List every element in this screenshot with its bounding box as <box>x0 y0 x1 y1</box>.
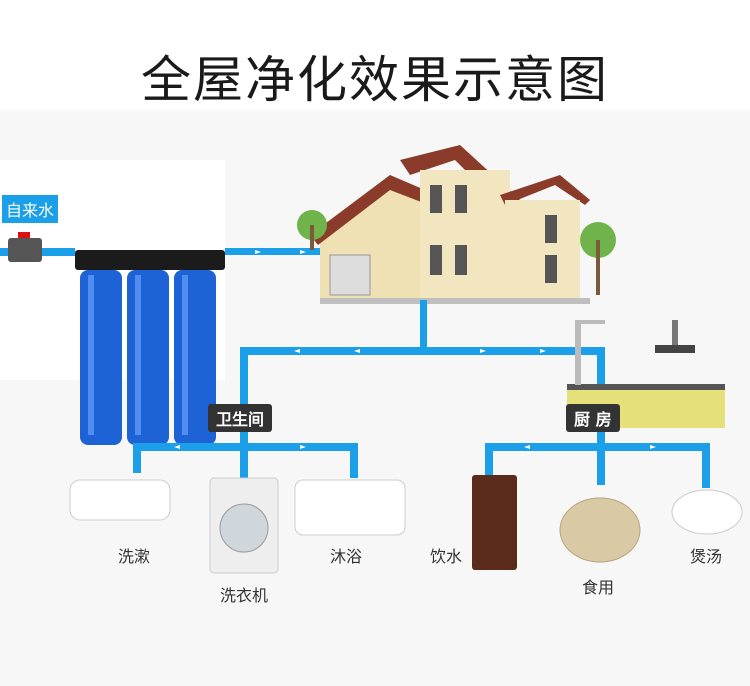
flow-arrows <box>174 250 656 449</box>
soup-drop <box>702 443 710 488</box>
main-horizontal-pipe <box>240 347 600 355</box>
valve-handle <box>18 232 30 238</box>
kitchen-tag: 厨 房 <box>566 404 620 432</box>
label-drink: 饮水 <box>430 547 463 566</box>
diagram-title: 全屋净化效果示意图 <box>141 51 609 109</box>
label-washer: 洗衣机 <box>220 586 269 605</box>
tap-water-label: 自来水 <box>2 195 59 223</box>
kitchen-riser <box>597 347 605 397</box>
label-soup: 煲汤 <box>690 547 723 566</box>
house-feed-pipe <box>225 248 340 255</box>
eat-drop <box>597 420 605 485</box>
bathtub <box>294 479 406 536</box>
sink-basin <box>69 479 171 521</box>
valve-body <box>8 238 42 262</box>
soup-pot <box>671 489 743 535</box>
house-down-pipe <box>420 300 427 350</box>
drink-drop <box>485 443 493 475</box>
rice-cooker <box>559 497 641 563</box>
wash-drop <box>133 443 141 473</box>
distribution-pipes <box>133 300 710 488</box>
appliances <box>69 475 743 574</box>
water-dispenser <box>472 475 517 570</box>
bath-drop <box>350 443 358 478</box>
filter-1 <box>80 270 122 445</box>
house-illustration <box>297 145 616 304</box>
filter-2 <box>127 270 169 445</box>
bathroom-tag: 卫生间 <box>208 404 273 432</box>
washer-drop <box>240 420 248 480</box>
header-band <box>0 0 750 110</box>
label-wash: 洗漱 <box>118 547 151 566</box>
filter-housings <box>75 250 225 445</box>
label-eat: 食用 <box>582 578 615 597</box>
label-bath: 沐浴 <box>330 547 363 566</box>
bathroom-riser <box>240 347 248 417</box>
